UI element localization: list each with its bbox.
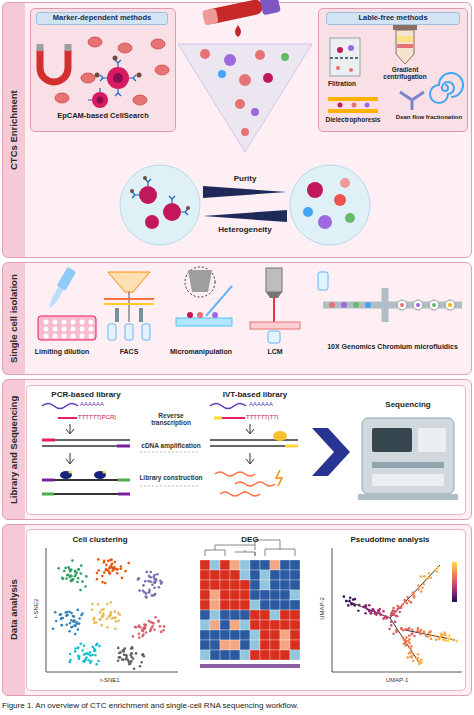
method-label: DEG (215, 535, 285, 544)
primer-label: TTTTTT[T7] (246, 414, 302, 421)
section-title: Data analysis (3, 525, 25, 695)
section-title: Library and Sequencing (3, 380, 25, 519)
sequence-label: AAAAAA (249, 401, 299, 408)
method-label: Dielectrophoresis (320, 116, 386, 123)
section-title: CTCs Enrichment (3, 3, 25, 257)
section-title: Single cell isolation (3, 263, 25, 374)
content-panel: Cell clustering DEG Pseudotime analysis (26, 529, 466, 691)
axis-label: t-SNE1 (90, 677, 130, 684)
method-label: Limiting dilution (24, 348, 100, 356)
step-label: Library construction (138, 474, 204, 481)
method-panel: Marker-dependent methodsEpCAM-based Cell… (30, 8, 176, 132)
section-band: CTCs EnrichmentMarker-dependent methodsE… (2, 2, 472, 258)
figure-caption: Figure 1. An overview of CTC enrichment … (2, 701, 472, 710)
method-label: Gradient centrifugation (372, 66, 438, 81)
method-label: Micromanipulation (158, 348, 244, 356)
method-label: Dean flow fractionation (392, 114, 466, 121)
step-label: cDNA amplification (138, 442, 204, 449)
panel-heading: Lable-free methods (326, 12, 460, 25)
section-band: Data analysis Cell clustering DEG Pseudotim… (2, 524, 472, 696)
step-label: Reverse transcription (138, 412, 204, 427)
primer-label: TTTTTT[PCR] (78, 414, 138, 421)
method-label: LCM (250, 348, 300, 356)
panel-heading: PCR-based library (36, 390, 136, 399)
method-label: FACS (102, 348, 156, 356)
method-label: IVT-based library (205, 390, 305, 399)
method-label: Flitration (320, 80, 364, 87)
section-band: Single cell isolation (2, 262, 472, 375)
comparison-label: Heterogeneity (195, 225, 295, 234)
method-panel: Lable-free methodsFlitration Gradient cen… (318, 8, 468, 132)
axis-label: UMAP-1 (377, 677, 417, 684)
method-label: 10X Genomics Chromium microfluidics (325, 343, 460, 351)
panel-heading: Cell clustering (45, 535, 155, 544)
instrument-label: Sequencing (365, 400, 451, 409)
panel-heading: Marker-dependent methods (36, 12, 168, 25)
sequence-label: AAAAAA (80, 401, 130, 408)
comparison-label: Purity (195, 174, 295, 183)
axis-label: t-SNE2 (33, 588, 40, 628)
method-label: Pseudotime analysis (330, 535, 450, 544)
axis-label: UMAP-2 (319, 588, 326, 628)
method-label: EpCAM-based CellSearch (36, 112, 170, 121)
